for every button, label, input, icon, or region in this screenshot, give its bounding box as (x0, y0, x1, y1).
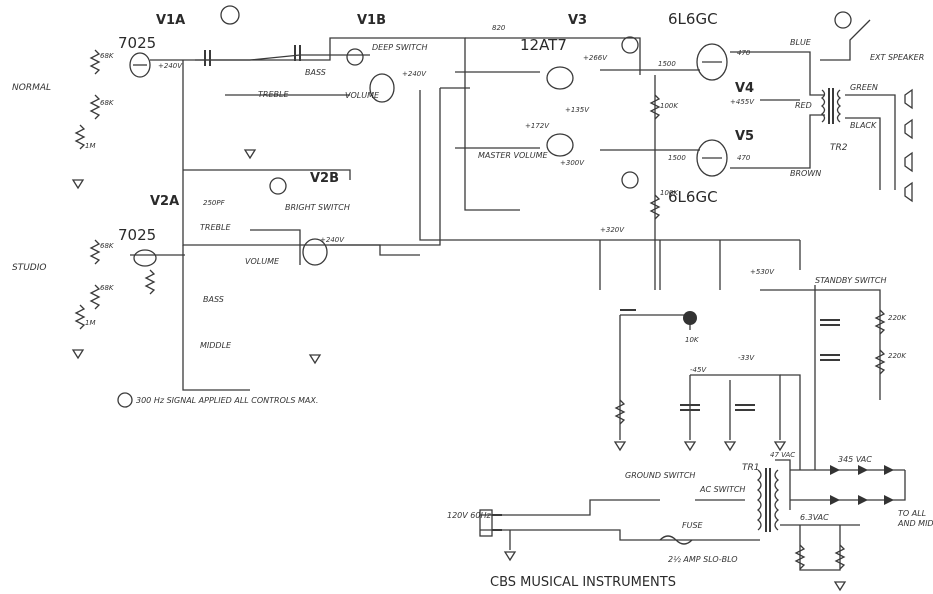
label-studio-input: STUDIO (12, 263, 46, 273)
label-12at7: 12AT7 (520, 36, 567, 54)
label-and-mid: AND MID (897, 519, 933, 528)
value-r470-a: 470 (737, 49, 751, 57)
label-deep-switch: DEEP SWITCH (372, 43, 427, 52)
label-test-note: 300 Hz SIGNAL APPLIED ALL CONTROLS MAX. (136, 396, 318, 405)
value-r68k-c: 68K (100, 242, 115, 250)
value-r10k: 10K (685, 336, 700, 344)
label-bass-2: BASS (203, 295, 224, 304)
value-r220k-a: 220K (888, 314, 907, 322)
label-6l6gc-bottom: 6L6GC (668, 188, 718, 206)
wiring (130, 19, 906, 571)
rectifier-diodes (830, 465, 894, 505)
capacitors (204, 45, 840, 411)
label-treble-2: TREBLE (200, 223, 231, 232)
label-standby-switch: STANDBY SWITCH (815, 276, 886, 285)
label-v2a: V2A (150, 194, 179, 209)
label-black-lead: BLACK (850, 121, 877, 130)
voltage-240-a: +240V (158, 62, 183, 70)
value-r1500-a: 1500 (658, 60, 676, 68)
value-r68k-d: 68K (100, 284, 115, 292)
tube-v1a (129, 52, 151, 78)
value-r820: 820 (492, 24, 506, 32)
speaker-array (904, 88, 913, 203)
label-345vac: 345 VAC (838, 455, 872, 464)
label-blue-lead: BLUE (790, 38, 812, 47)
label-63vac: 6.3VAC (800, 513, 829, 522)
voltage-240-c: +240V (320, 236, 345, 244)
label-master-volume: MASTER VOLUME (478, 151, 548, 160)
label-7025-bottom: 7025 (118, 226, 156, 244)
voltage-172: +172V (525, 122, 550, 130)
voltage-530: +530V (750, 268, 775, 276)
tube-v3-bottom (546, 133, 574, 157)
label-v4: V4 (735, 81, 754, 96)
output-transformer-tr2 (820, 88, 842, 124)
voltage-minus-33: -33V (738, 354, 755, 362)
page-title: CBS MUSICAL INSTRUMENTS (490, 575, 676, 590)
value-r470-b: 470 (737, 154, 751, 162)
label-bright-switch: BRIGHT SWITCH (285, 203, 350, 212)
tube-v2a (133, 249, 157, 267)
label-to-all: TO ALL (898, 509, 926, 518)
label-v1a: V1A (156, 13, 185, 28)
label-middle-2: MIDDLE (200, 341, 232, 350)
label-v3: V3 (568, 13, 587, 28)
label-tr2: TR2 (830, 143, 848, 153)
power-transformer-tr1 (756, 468, 780, 532)
label-ac-switch: AC SWITCH (699, 485, 745, 494)
label-green-lead: GREEN (850, 83, 878, 92)
value-r1m-b: 1M (85, 319, 96, 327)
label-7025-top: 7025 (118, 34, 156, 52)
voltage-minus-45: -45V (690, 366, 707, 374)
voltage-455: +455V (730, 98, 755, 106)
label-v2b: V2B (310, 171, 339, 186)
test-points (117, 5, 852, 408)
label-47vac: 47 VAC (770, 451, 795, 459)
voltage-300: +300V (560, 159, 585, 167)
label-v1b: V1B (357, 13, 386, 28)
voltage-320: +320V (600, 226, 625, 234)
tube-v3-top (546, 66, 574, 90)
fuse-icon (659, 535, 693, 545)
voltage-240-b: +240V (402, 70, 427, 78)
ground-symbols (71, 149, 847, 592)
label-volume-1: VOLUME (345, 91, 380, 100)
label-tr1: TR1 (742, 463, 759, 473)
label-6l6gc-top: 6L6GC (668, 10, 718, 28)
label-fuse: FUSE (682, 521, 704, 530)
value-c250pf: 250PF (203, 199, 226, 207)
value-r68k-a: 68K (100, 52, 115, 60)
value-r68k-b: 68K (100, 99, 115, 107)
mains-plug-icon (479, 509, 502, 537)
resistors (74, 49, 886, 570)
tube-v2b (302, 238, 328, 266)
label-bass-1: BASS (305, 68, 326, 77)
label-volume-2: VOLUME (245, 257, 280, 266)
label-ext-speaker: EXT SPEAKER (870, 53, 924, 62)
label-v5: V5 (735, 129, 754, 144)
tube-v1b (369, 73, 395, 103)
tube-v4 (696, 43, 728, 81)
label-fuse-rating: 2½ AMP SLO-BLO (668, 555, 738, 564)
value-r1500-b: 1500 (668, 154, 686, 162)
label-normal-input: NORMAL (12, 83, 51, 93)
voltage-135: +135V (565, 106, 590, 114)
voltage-266: +266V (583, 54, 608, 62)
tube-v5 (696, 139, 728, 177)
label-brown-lead: BROWN (790, 169, 821, 178)
label-ground-switch: GROUND SWITCH (625, 471, 695, 480)
value-r220k-b: 220K (888, 352, 907, 360)
label-red-lead: RED (795, 101, 812, 110)
value-r100k-a: 100K (660, 102, 679, 110)
value-r1m-a: 1M (85, 142, 96, 150)
label-mains-voltage: 120V 60Hz (447, 511, 491, 520)
label-treble-1: TREBLE (258, 90, 289, 99)
value-r100k-b: 100K (660, 189, 679, 197)
